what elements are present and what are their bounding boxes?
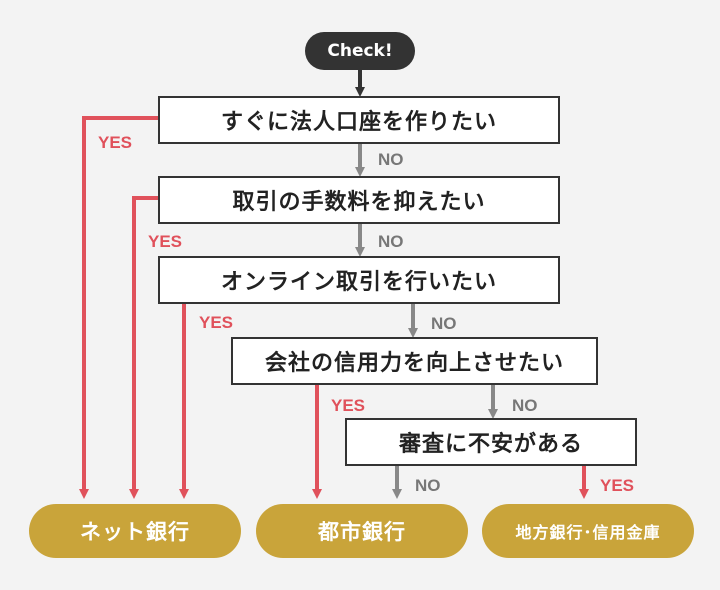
yes-path-q2 [129, 196, 158, 499]
question-box: オンライン取引を行いたい [158, 256, 560, 304]
no-label: NO [415, 476, 441, 495]
no-label: NO [378, 150, 404, 169]
question-box: すぐに法人口座を作りたい [158, 96, 560, 144]
start-node: Check! [305, 32, 415, 70]
question-box: 取引の手数料を抑えたい [158, 176, 560, 224]
yes-label: YES [98, 133, 133, 152]
yes-path-q1 [79, 116, 158, 499]
result-net-bank: ネット銀行 [29, 504, 241, 558]
no-label: NO [431, 314, 457, 333]
yes-label: YES [331, 396, 366, 415]
result-city-bank: 都市銀行 [256, 504, 468, 558]
question-box: 会社の信用力を向上させたい [231, 337, 598, 385]
question-box: 審査に不安がある [345, 418, 637, 466]
no-label: NO [378, 232, 404, 251]
yes-label: YES [600, 476, 635, 495]
result-regional-bank: 地方銀行･信用金庫 [482, 504, 694, 558]
no-label: NO [512, 396, 538, 415]
yes-label: YES [199, 313, 234, 332]
yes-label: YES [148, 232, 183, 251]
